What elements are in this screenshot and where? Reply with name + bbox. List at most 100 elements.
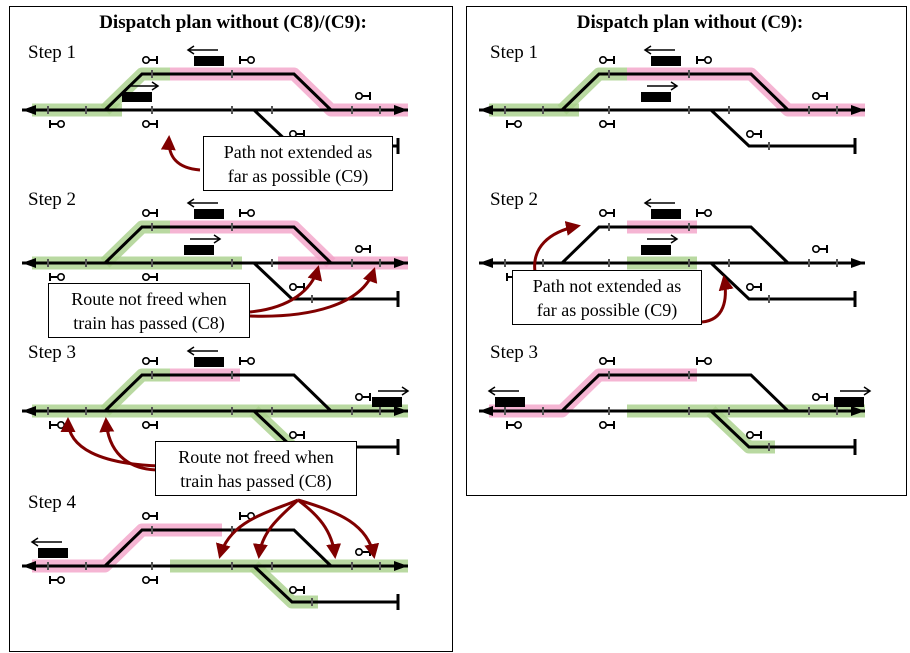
signal-post	[149, 421, 158, 429]
signal-icon	[506, 420, 523, 430]
curved-arrow-icon	[252, 498, 300, 559]
signal-post	[753, 130, 762, 138]
train-direction-arrow	[487, 386, 519, 396]
signal-head	[812, 244, 821, 254]
signal-head	[514, 420, 523, 430]
note-box	[48, 283, 250, 338]
loop-track	[103, 225, 333, 265]
signal-icon	[355, 392, 371, 402]
siding-track	[709, 108, 855, 148]
signal-icon	[599, 208, 615, 218]
train-direction-arrow	[643, 198, 675, 208]
train-body	[372, 397, 402, 407]
signal-head	[57, 420, 66, 430]
signal-icon	[599, 356, 615, 366]
signal-head	[812, 392, 821, 402]
train-body	[641, 92, 671, 102]
signal-post	[506, 421, 515, 429]
signal-head	[57, 119, 66, 129]
signal-icon	[355, 91, 371, 101]
track-end-arrow	[851, 105, 865, 115]
signal-head	[289, 282, 298, 292]
signal-icon	[355, 547, 371, 557]
signal-icon	[599, 55, 615, 65]
signal-icon	[142, 511, 158, 521]
track-end-arrow	[851, 406, 865, 416]
signal-head	[247, 208, 256, 218]
track-end-arrow	[479, 105, 493, 115]
train-direction-arrow	[128, 81, 160, 91]
train-body	[194, 209, 224, 219]
signal-post	[296, 431, 305, 439]
signal-icon	[812, 244, 828, 254]
signal-post	[753, 431, 762, 439]
train-direction-arrow	[643, 45, 675, 55]
train-body	[194, 357, 224, 367]
train-icon	[30, 537, 68, 558]
note-line: Path not extended as	[224, 142, 372, 162]
right-step-3-label: Step 3	[490, 342, 538, 363]
note-line: train has passed (C8)	[180, 471, 331, 492]
signal-icon	[142, 420, 158, 430]
train-direction-arrow	[186, 346, 218, 356]
station-layout	[22, 198, 408, 307]
signal-icon	[289, 585, 305, 595]
note-line: far as possible (C9)	[537, 300, 677, 321]
train-body	[641, 245, 671, 255]
signal-post	[149, 273, 158, 281]
track-end-arrow	[851, 258, 865, 268]
signal-icon	[239, 511, 256, 521]
train-icon	[643, 198, 681, 219]
note-line: far as possible (C9)	[228, 166, 368, 187]
siding-track	[709, 261, 855, 301]
signal-icon	[239, 356, 256, 366]
signal-post	[696, 357, 705, 365]
signal-head	[746, 282, 755, 292]
signal-icon	[142, 575, 158, 585]
train-direction-arrow	[190, 234, 222, 244]
signal-head	[599, 119, 608, 129]
signal-head	[704, 356, 713, 366]
signal-icon	[599, 119, 615, 129]
track-end-arrow	[479, 406, 493, 416]
train-icon	[122, 81, 160, 102]
signal-head	[355, 547, 364, 557]
train-body	[38, 548, 68, 558]
left-step-3-label: Step 3	[28, 342, 76, 363]
signal-post	[239, 357, 248, 365]
signal-icon	[49, 272, 66, 282]
signal-head	[142, 356, 151, 366]
note-line: Path not extended as	[533, 276, 681, 296]
signal-post	[362, 92, 371, 100]
signal-head	[355, 91, 364, 101]
track-end-arrow	[394, 406, 408, 416]
signal-post	[296, 586, 305, 594]
train-icon	[834, 386, 872, 407]
signal-post	[49, 120, 58, 128]
signal-post	[49, 576, 58, 584]
signal-icon	[239, 208, 256, 218]
left-panel-title: Dispatch plan without (C8)/(C9):	[99, 12, 367, 33]
train-icon	[487, 386, 525, 407]
loop-track	[103, 373, 333, 413]
signal-icon	[355, 244, 371, 254]
signal-icon	[289, 282, 305, 292]
signal-icon	[696, 356, 713, 366]
signal-post	[239, 512, 248, 520]
train-icon	[641, 234, 679, 255]
signal-icon	[142, 356, 158, 366]
train-icon	[641, 81, 679, 102]
signal-post	[606, 120, 615, 128]
siding-track	[709, 409, 855, 449]
loop-track	[103, 528, 333, 568]
note-box	[203, 136, 393, 191]
train-body	[651, 56, 681, 66]
train-direction-arrow	[647, 81, 679, 91]
signal-head	[599, 356, 608, 366]
signal-head	[289, 430, 298, 440]
left-panel-frame	[9, 6, 453, 652]
train-body	[122, 92, 152, 102]
signal-head	[746, 430, 755, 440]
signal-icon	[746, 430, 762, 440]
